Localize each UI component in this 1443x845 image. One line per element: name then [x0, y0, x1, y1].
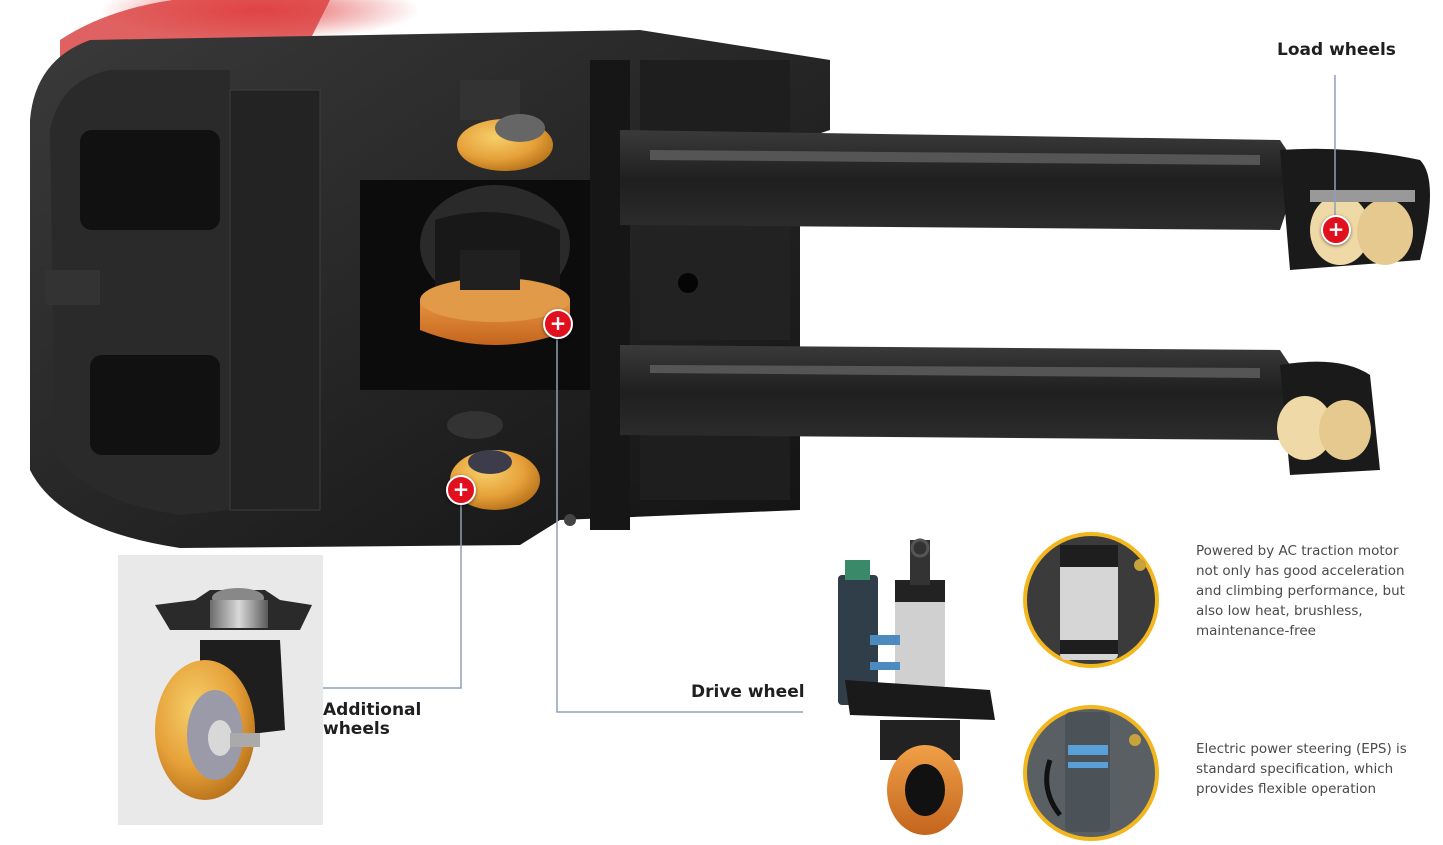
- plus-icon: +: [452, 477, 470, 501]
- drive-wheel-label: Drive wheel: [691, 682, 805, 702]
- hotspot-load-wheels[interactable]: +: [1321, 215, 1351, 245]
- eps-description: Electric power steering (EPS) is standar…: [1196, 739, 1407, 799]
- leader-line-drive-wheel: [556, 322, 803, 713]
- additional-wheels-label-line2: wheels: [323, 719, 390, 739]
- desc-line: provides flexible operation: [1196, 781, 1377, 797]
- caster-wheel-top: [457, 80, 553, 171]
- load-wheel-rollers-front: [1310, 190, 1415, 265]
- hotspot-drive-wheel[interactable]: +: [543, 309, 573, 339]
- additional-wheels-label: Additional wheels: [323, 701, 421, 739]
- load-wheels-label: Load wheels: [1277, 40, 1396, 60]
- eps-detail-circle: [1023, 705, 1159, 841]
- load-wheel-rollers-rear: [1277, 396, 1371, 460]
- desc-line: maintenance-free: [1196, 623, 1316, 639]
- plus-icon: +: [1327, 217, 1345, 241]
- drive-motor-image: [808, 515, 1013, 845]
- additional-wheel-image: [118, 555, 323, 825]
- plus-icon: +: [549, 311, 567, 335]
- leader-lines: [323, 75, 1336, 713]
- desc-line: also low heat, brushless,: [1196, 603, 1363, 619]
- motor-detail-circle: [1023, 532, 1159, 668]
- desc-line: not only has good acceleration: [1196, 563, 1405, 579]
- desc-line: Powered by AC traction motor: [1196, 543, 1399, 559]
- desc-line: standard specification, which: [1196, 761, 1394, 777]
- drive-unit: [420, 185, 570, 345]
- additional-wheels-label-line1: Additional: [323, 700, 422, 720]
- leader-line-additional-wheels: [323, 490, 462, 689]
- ac-motor-description: Powered by AC traction motor not only ha…: [1196, 541, 1405, 641]
- hotspot-additional-wheels[interactable]: +: [446, 475, 476, 505]
- truck-chassis: [30, 30, 830, 548]
- desc-line: and climbing performance, but: [1196, 583, 1405, 599]
- desc-line: Electric power steering (EPS) is: [1196, 741, 1407, 757]
